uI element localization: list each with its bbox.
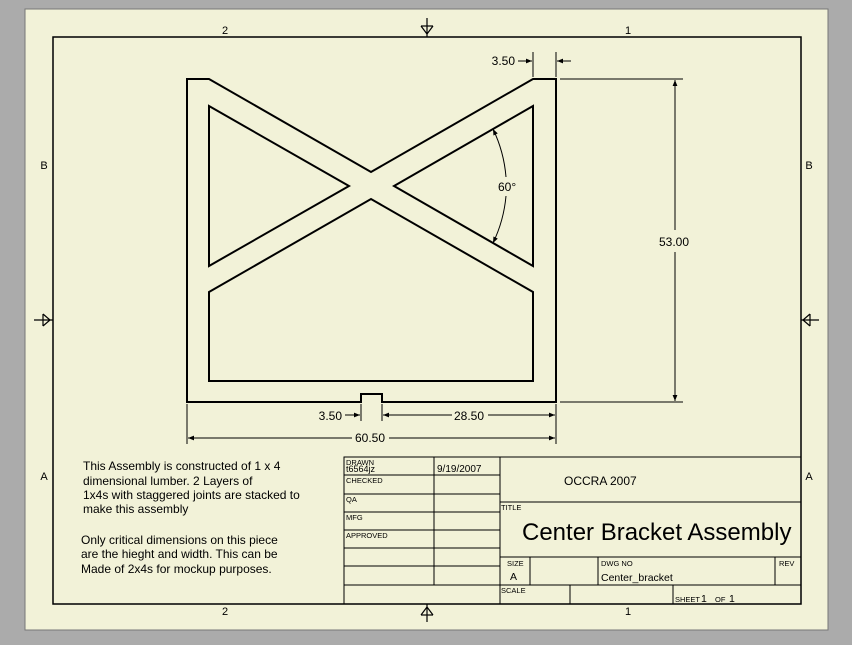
dim-angle-label: 60° [498,180,516,194]
note-line: make this assembly [83,502,188,516]
dim-top-width-label: 3.50 [492,54,516,68]
dim-notch-right-label: 28.50 [454,409,484,423]
zone-label-top-right: 1 [625,25,631,37]
zone-label-left-b: B [40,160,47,172]
sheet-total: 1 [729,593,735,605]
dim-height-label: 53.00 [659,235,689,249]
dim-angle [492,128,507,244]
rev-label: REV [779,559,794,568]
zone-label-left-a: A [40,471,48,483]
drawing-title: Center Bracket Assembly [522,519,791,546]
center-mark-left-icon [34,313,53,327]
scale-label: SCALE [501,586,526,595]
checked-label: CHECKED [346,476,383,485]
zone-label-bottom-left: 2 [222,606,228,618]
zone-label-top-left: 2 [222,25,228,37]
left-triangle-cutout [208,104,352,268]
bracket-part [186,78,557,403]
note-line: 1x4s with staggered joints are stacked t… [83,488,300,502]
qa-label: QA [346,495,357,504]
dim-notch [186,404,557,444]
size-label: SIZE [507,559,524,568]
general-notes: This Assembly is constructed of 1 x 4 di… [81,459,300,576]
note-line: Made of 2x4s for mockup purposes. [81,562,272,576]
note-line: Only critical dimensions on this piece [81,533,278,547]
drawn-label: DRAWN [346,458,374,467]
note-line: This Assembly is constructed of 1 x 4 [83,459,281,473]
drawn-by-value: t6564jz [346,464,376,474]
bracket-outline [186,78,557,403]
dim-notch-left-label: 3.50 [319,409,343,423]
drawing-sheet [24,8,829,631]
size-value: A [510,571,517,583]
title-block: DRAWN t6564jz 9/19/2007 CHECKED QA MFG A… [343,456,802,605]
sheet-of-label: OF [715,595,726,604]
title-label: TITLE [501,503,521,512]
dwg-no-label: DWG NO [601,559,633,568]
zone-label-bottom-right: 1 [625,606,631,618]
drawn-date-value: 9/19/2007 [437,464,482,475]
note-line: dimensional lumber. 2 Layers of [83,474,253,488]
dim-top-width [518,52,571,77]
center-mark-bottom-icon [420,604,434,622]
zone-label-right-b: B [805,160,812,172]
company-name: OCCRA 2007 [564,474,637,488]
right-triangle-cutout [391,104,534,268]
center-mark-top-icon [420,18,434,37]
dim-overall-width-label: 60.50 [355,431,385,445]
center-mark-right-icon [801,313,819,327]
note-line: are the hieght and width. This can be [81,547,278,561]
sheet-label: SHEET [675,595,700,604]
zone-label-right-a: A [805,471,813,483]
sheet-number: 1 [701,593,707,605]
dwg-no-value: Center_bracket [601,572,673,584]
approved-label: APPROVED [346,531,388,540]
dim-height [560,78,683,403]
mfg-label: MFG [346,513,363,522]
bottom-cutout [208,197,534,382]
